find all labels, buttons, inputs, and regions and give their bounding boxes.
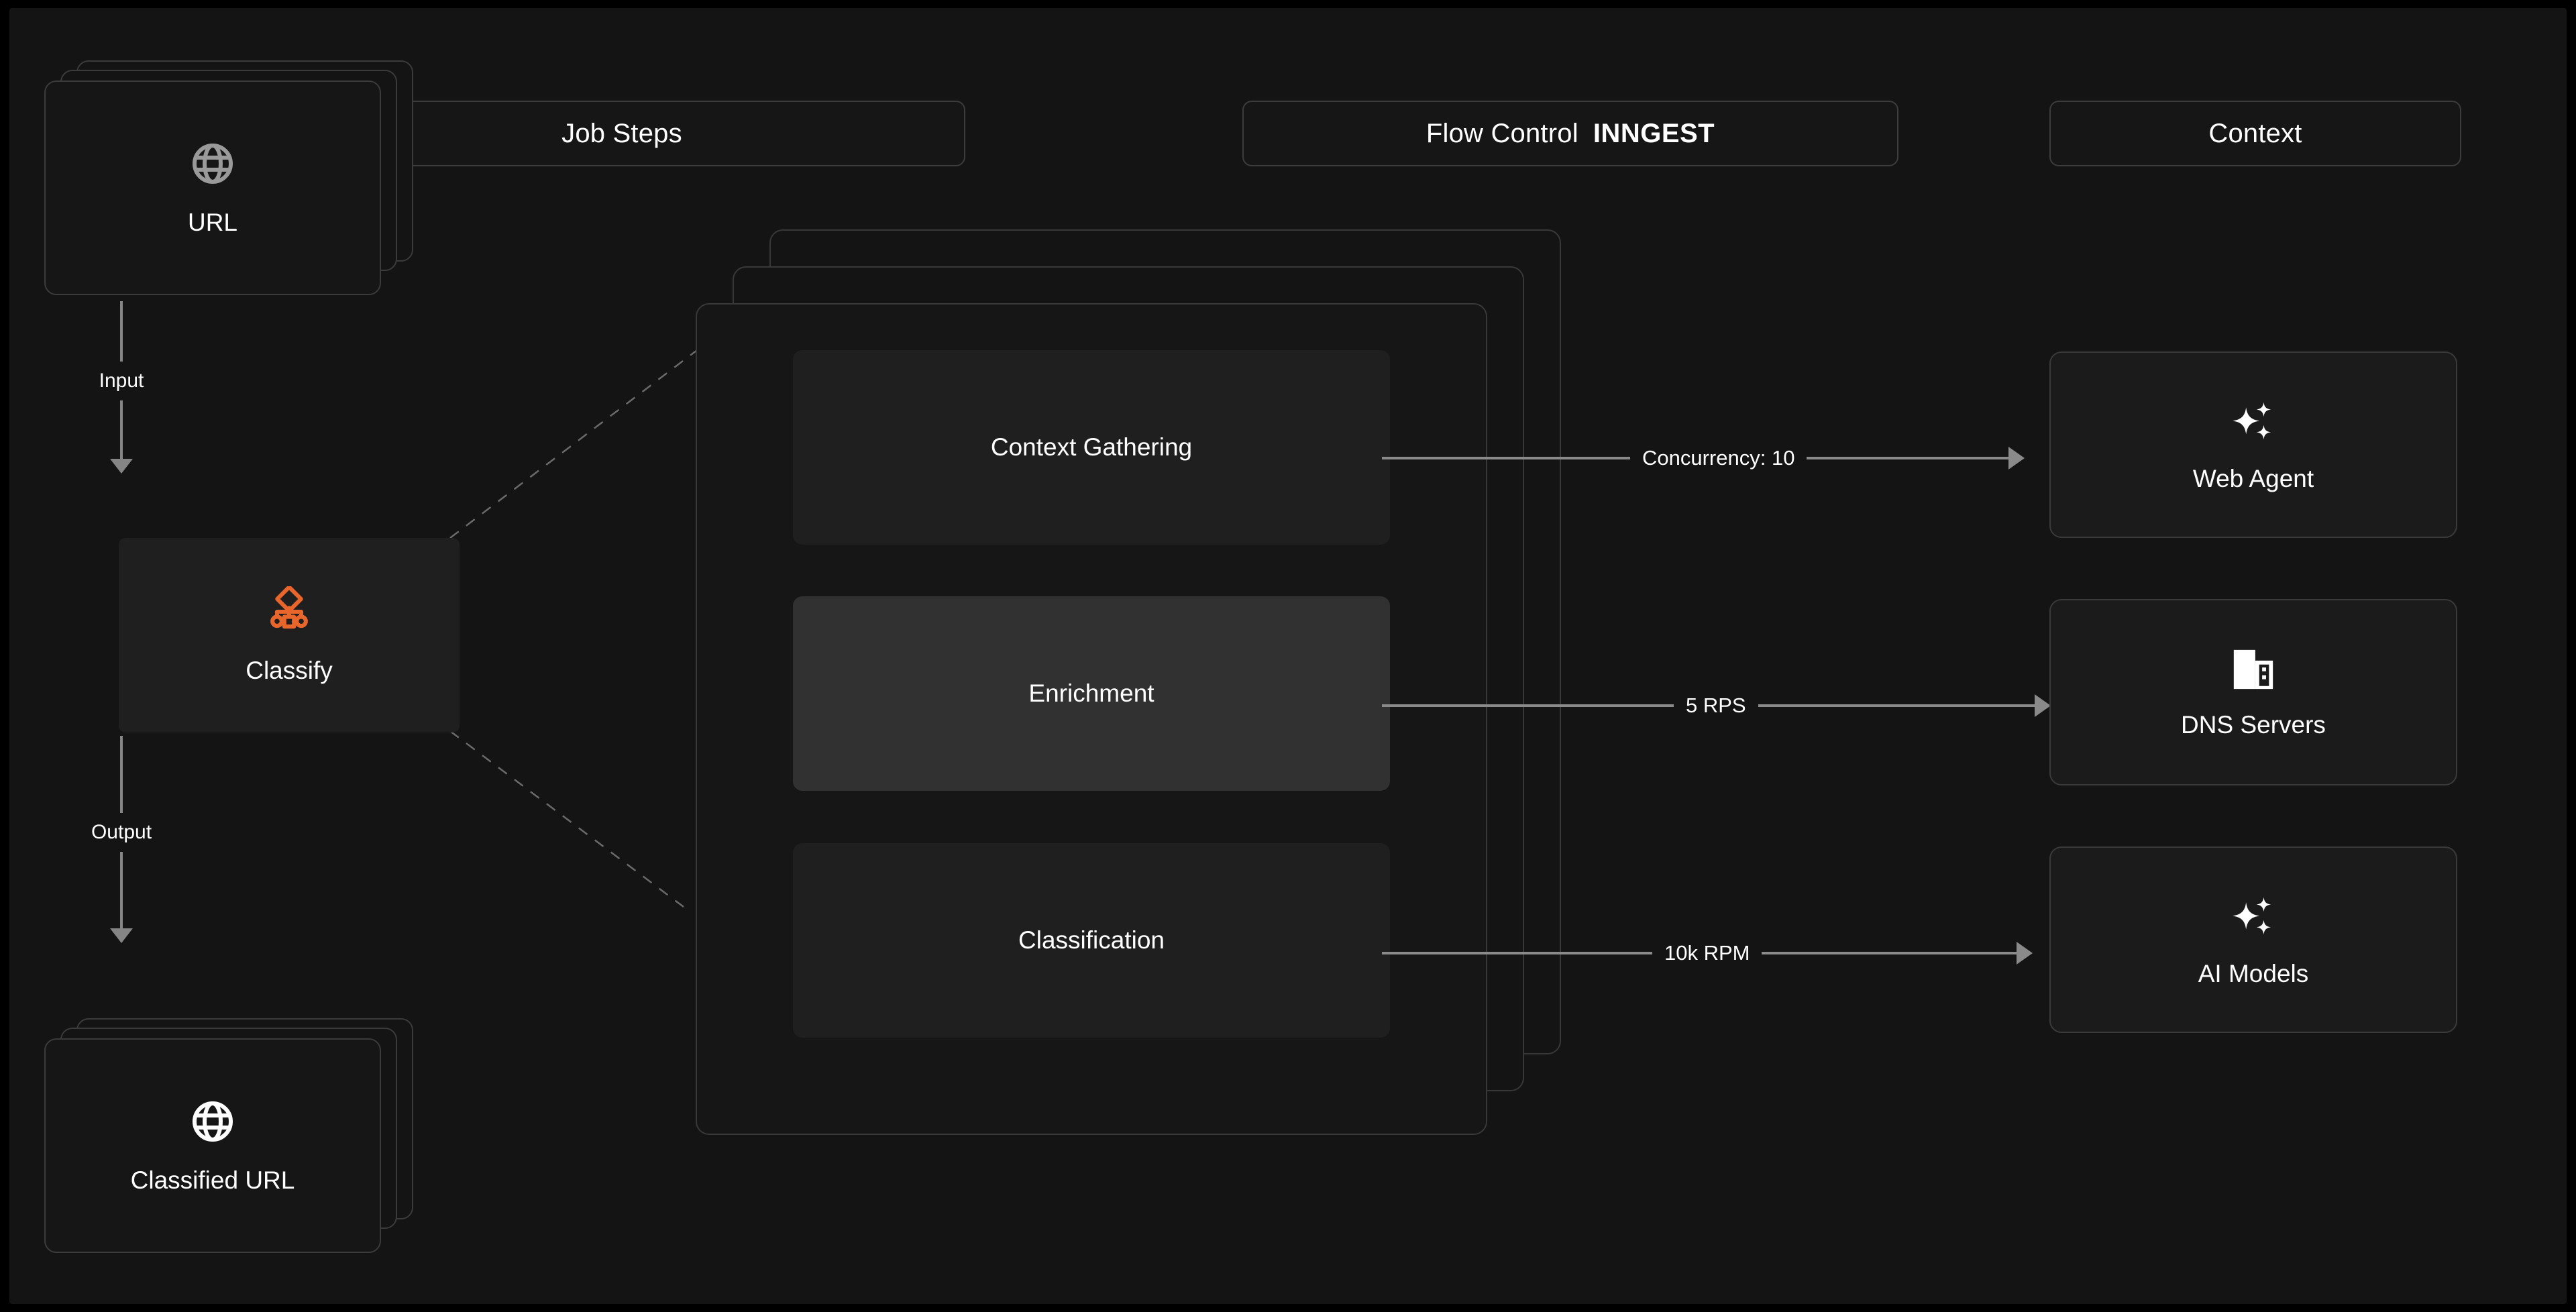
job-step-context-gathering[interactable]: Context Gathering <box>793 350 1390 545</box>
stack-sheet-front <box>44 80 381 295</box>
edge-arrowhead <box>2008 447 2025 470</box>
flow-control-edge-concurrency: Concurrency: 10 <box>1382 438 2025 478</box>
input-node-label: URL <box>187 208 238 236</box>
flow-control-edge-rpm: 10k RPM <box>1382 933 2033 973</box>
globe-icon <box>189 1097 237 1149</box>
edge-input-arrowhead <box>110 459 133 474</box>
diagram-canvas: Job Steps Flow Control INNGEST Context U… <box>9 8 2567 1304</box>
workflow-icon <box>264 584 315 641</box>
edge-line-right <box>1758 704 2036 707</box>
stack-sheet-front <box>44 1038 381 1253</box>
input-node-url[interactable]: URL <box>44 60 413 295</box>
edge-output-arrowhead <box>110 928 133 943</box>
edge-arrowhead <box>2017 942 2033 965</box>
job-step-label: Classification <box>1018 926 1165 954</box>
edge-input: Input <box>34 301 209 474</box>
context-node-dns-servers[interactable]: DNS Servers <box>2049 599 2457 785</box>
job-step-enrichment[interactable]: Enrichment <box>793 596 1390 791</box>
context-node-label: Web Agent <box>2192 464 2314 492</box>
job-step-label: Enrichment <box>1028 679 1155 707</box>
edge-line-left <box>1382 704 1674 707</box>
sparkles-icon <box>2229 892 2278 945</box>
building-icon <box>2230 646 2277 696</box>
tab-flow-control-label: Flow Control <box>1426 118 1578 148</box>
flow-control-label: 5 RPS <box>1686 694 1746 717</box>
edge-output-label: Output <box>91 821 152 843</box>
edge-line-left <box>1382 457 1630 459</box>
process-node-classify[interactable]: Classify <box>119 538 460 732</box>
tab-flow-control[interactable]: Flow Control INNGEST <box>1242 101 1898 166</box>
job-step-classification[interactable]: Classification <box>793 843 1390 1038</box>
edge-input-label: Input <box>99 370 144 392</box>
context-node-label: AI Models <box>2198 959 2309 987</box>
dashed-line-bottom <box>449 730 684 908</box>
output-node-label: Classified URL <box>130 1166 295 1194</box>
tab-context-label: Context <box>2208 118 2302 148</box>
edge-input-line-upper <box>120 301 123 362</box>
flow-control-label: Concurrency: 10 <box>1642 446 1795 470</box>
edge-input-line-lower <box>120 400 123 459</box>
edge-output-line-upper <box>120 736 123 813</box>
edge-output-line-lower <box>120 852 123 929</box>
flow-control-label: 10k RPM <box>1664 941 1750 965</box>
edge-output: Output <box>34 736 209 943</box>
process-node-label: Classify <box>246 656 333 684</box>
inngest-logo-text: INNGEST <box>1593 118 1715 148</box>
tab-job-steps-label: Job Steps <box>561 118 682 148</box>
output-node-classified-url[interactable]: Classified URL <box>44 1018 413 1253</box>
context-node-label: DNS Servers <box>2181 710 2326 739</box>
context-node-ai-models[interactable]: AI Models <box>2049 846 2457 1033</box>
tab-context[interactable]: Context <box>2049 101 2461 166</box>
sparkles-icon <box>2229 397 2278 450</box>
flow-control-edge-rps: 5 RPS <box>1382 686 2051 726</box>
job-step-label: Context Gathering <box>990 433 1193 461</box>
edge-line-left <box>1382 952 1652 954</box>
context-node-web-agent[interactable]: Web Agent <box>2049 351 2457 538</box>
globe-icon <box>189 140 237 191</box>
edge-arrowhead <box>2034 694 2051 717</box>
edge-line-right <box>1762 952 2019 954</box>
job-steps-panel-stack: Context Gathering Enrichment Classificat… <box>696 229 1561 1135</box>
edge-line-right <box>1807 457 2010 459</box>
